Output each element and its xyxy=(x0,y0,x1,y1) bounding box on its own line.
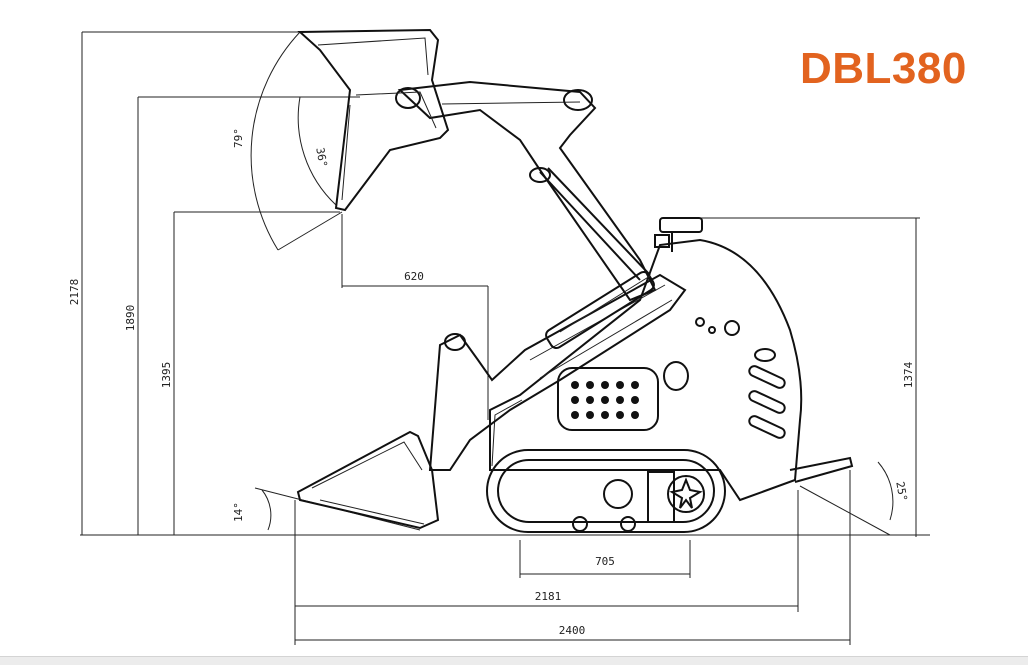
drive-sprocket xyxy=(667,475,705,513)
dimension-height-machine: 1374 xyxy=(690,217,920,537)
side-vents xyxy=(748,365,786,439)
dimension-height-dump: 1395 xyxy=(160,211,340,535)
dim-label-track-wheelbase: 705 xyxy=(595,555,615,568)
angle-label-ground: 14° xyxy=(232,502,245,522)
angle-dump: 36° xyxy=(297,96,337,206)
angle-label-rear: 25° xyxy=(893,480,909,502)
track-assembly xyxy=(486,449,726,533)
raised-loader-arm xyxy=(395,80,657,302)
road-wheel xyxy=(603,479,633,509)
angle-rollback-top: 79° xyxy=(232,31,343,251)
dim-label-height-max: 2178 xyxy=(68,279,81,306)
operator-handle xyxy=(654,217,703,252)
dimension-height-hinge: 1890 xyxy=(124,96,360,535)
lowered-loader-arm xyxy=(428,270,689,471)
dimension-track-wheelbase: 705 xyxy=(519,540,691,578)
machine-body xyxy=(489,217,854,502)
rear-platform xyxy=(789,456,854,483)
dimension-height-max: 2178 xyxy=(68,31,300,535)
lift-cylinder-lowered xyxy=(545,270,655,350)
angle-label-dump: 36° xyxy=(313,146,329,168)
raised-bucket xyxy=(297,28,450,212)
dimension-length-total: 2400 xyxy=(295,470,851,645)
dim-label-length-total: 2400 xyxy=(559,624,586,637)
angle-ground: 14° xyxy=(232,487,421,531)
bottom-scrollbar xyxy=(0,656,1028,665)
dim-label-height-machine: 1374 xyxy=(902,361,915,388)
model-title: DBL380 xyxy=(800,44,967,93)
dimension-length-no-bucket: 2181 xyxy=(294,490,799,645)
dim-label-height-hinge: 1890 xyxy=(124,305,137,332)
dim-label-height-dump: 1395 xyxy=(160,362,173,389)
control-knobs xyxy=(695,317,776,362)
angle-rear: 25° xyxy=(799,461,910,536)
dim-label-reach: 620 xyxy=(404,270,424,283)
dimension-reach: 620 xyxy=(341,214,489,420)
angle-label-rollback-top: 79° xyxy=(232,128,245,148)
engine-grille xyxy=(557,367,659,431)
dim-label-length-no-bucket: 2181 xyxy=(535,590,562,603)
grille-holes xyxy=(571,381,639,419)
lowered-bucket xyxy=(296,430,440,530)
